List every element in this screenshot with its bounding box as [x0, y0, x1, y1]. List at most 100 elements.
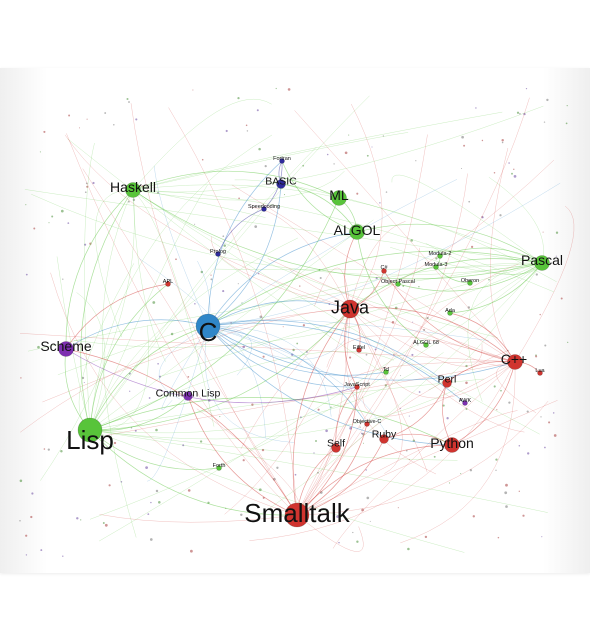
- node-label-speedcoding: Speedcoding: [248, 204, 280, 210]
- minor-node: [523, 112, 526, 116]
- minor-edge: [132, 189, 215, 427]
- minor-node: [222, 235, 225, 238]
- minor-node: [460, 167, 463, 170]
- minor-node: [194, 303, 196, 305]
- minor-node: [373, 288, 375, 290]
- minor-node: [240, 513, 243, 517]
- minor-edge: [106, 361, 516, 436]
- minor-edge: [98, 262, 543, 542]
- minor-node: [127, 200, 130, 203]
- node-apl: [165, 281, 171, 287]
- minor-node: [361, 508, 364, 512]
- minor-edge: [240, 308, 351, 450]
- minor-node: [465, 381, 468, 385]
- minor-node: [435, 257, 438, 260]
- minor-node: [47, 448, 50, 451]
- edge-modula3-oberon: [435, 266, 471, 284]
- minor-edge: [514, 205, 575, 363]
- minor-node: [237, 96, 240, 100]
- minor-node: [219, 416, 221, 418]
- minor-node: [283, 194, 286, 196]
- minor-node: [84, 191, 87, 194]
- minor-node: [276, 466, 279, 469]
- minor-node: [294, 473, 297, 476]
- edge-cpp-csharp: [383, 270, 516, 363]
- edge-lisp-python: [89, 396, 453, 446]
- minor-node: [365, 353, 368, 356]
- minor-node: [412, 321, 414, 323]
- minor-node: [488, 278, 490, 281]
- language-influence-network: LispSmalltalkCJavaHaskellPascalC++Python…: [19, 87, 575, 557]
- minor-node: [481, 139, 484, 142]
- minor-node: [541, 536, 543, 538]
- minor-node: [241, 302, 243, 304]
- minor-node: [302, 324, 306, 327]
- minor-node: [463, 144, 466, 147]
- edge-lisp-c: [89, 325, 209, 431]
- minor-node: [410, 239, 413, 242]
- minor-node: [399, 375, 402, 377]
- minor-node: [128, 101, 130, 103]
- minor-edge: [296, 173, 468, 516]
- minor-edge: [89, 262, 543, 520]
- minor-node: [78, 127, 81, 129]
- edge-smalltalk-python: [296, 444, 453, 516]
- minor-node: [159, 375, 161, 378]
- node-label-eiffel: Eiffel: [353, 345, 365, 351]
- minor-edge: [168, 107, 298, 516]
- minor-edge: [488, 177, 544, 264]
- minor-edge: [89, 350, 394, 431]
- minor-node: [155, 489, 159, 493]
- minor-node: [365, 469, 367, 471]
- minor-node: [349, 356, 352, 359]
- node-csharp: [381, 268, 387, 274]
- edge-c-java: [207, 300, 351, 327]
- minor-node: [62, 555, 64, 557]
- minor-node: [542, 231, 544, 233]
- node-label-forth: Forth: [213, 463, 226, 469]
- minor-node: [292, 348, 295, 352]
- node-label-perl: Perl: [438, 374, 457, 386]
- minor-edge: [496, 361, 537, 414]
- edge-algol-basic: [280, 183, 358, 233]
- minor-node: [317, 408, 320, 411]
- edge-lisp-apl: [89, 283, 169, 431]
- node-ruby: [379, 434, 389, 444]
- minor-edge: [24, 189, 543, 264]
- minor-node: [418, 286, 420, 288]
- node-label-haskell: Haskell: [110, 179, 156, 195]
- minor-node: [313, 452, 315, 454]
- minor-node: [325, 429, 328, 433]
- minor-node: [256, 109, 259, 112]
- minor-node: [210, 274, 212, 276]
- minor-node: [519, 112, 521, 115]
- node-label-c: C: [199, 317, 218, 347]
- edge-c-javascript: [207, 325, 358, 388]
- edge-c-tcl: [207, 325, 387, 376]
- minor-node: [504, 491, 508, 495]
- minor-node: [31, 492, 34, 495]
- minor-node: [406, 449, 408, 452]
- minor-edge: [231, 184, 516, 363]
- minor-edge: [296, 247, 420, 516]
- minor-node: [147, 513, 150, 516]
- minor-node: [242, 345, 245, 349]
- minor-node: [145, 466, 148, 469]
- minor-edge: [207, 325, 332, 417]
- minor-node: [371, 146, 373, 148]
- minor-edge: [390, 246, 543, 275]
- minor-node: [175, 258, 177, 261]
- minor-node: [43, 448, 46, 450]
- minor-node: [566, 105, 568, 107]
- minor-node: [156, 191, 160, 194]
- minor-node: [68, 114, 71, 117]
- minor-edge: [89, 429, 548, 513]
- minor-node: [391, 321, 395, 324]
- minor-edge: [153, 165, 209, 327]
- minor-node: [201, 158, 204, 161]
- minor-edge: [89, 378, 484, 431]
- node-objectpascal: [395, 281, 401, 287]
- edge-c-basic: [207, 183, 282, 327]
- minor-node: [51, 215, 54, 218]
- minor-node: [194, 223, 196, 225]
